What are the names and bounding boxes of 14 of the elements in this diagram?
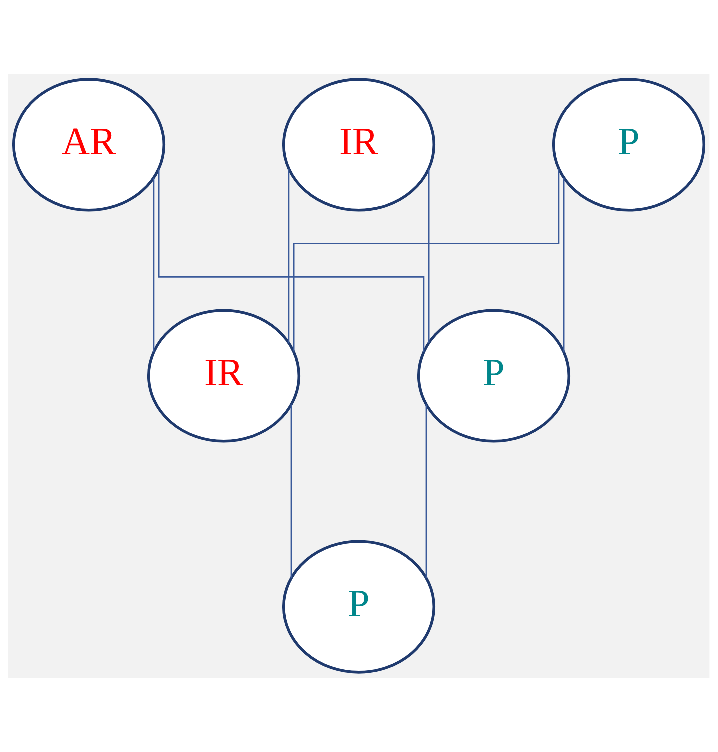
connector	[158, 169, 425, 352]
node-ellipse: P	[552, 78, 706, 212]
node-ellipse: IR	[147, 309, 301, 443]
connector	[563, 178, 565, 352]
connector	[428, 168, 430, 344]
connector	[426, 404, 428, 578]
node-ellipse: P	[417, 309, 571, 443]
node-ellipse: AR	[12, 78, 166, 212]
connector	[290, 404, 292, 578]
node-ellipse: P	[282, 540, 436, 674]
connector	[153, 178, 155, 352]
connector	[288, 168, 290, 344]
connector	[293, 168, 560, 352]
node-ellipse: IR	[282, 78, 436, 212]
